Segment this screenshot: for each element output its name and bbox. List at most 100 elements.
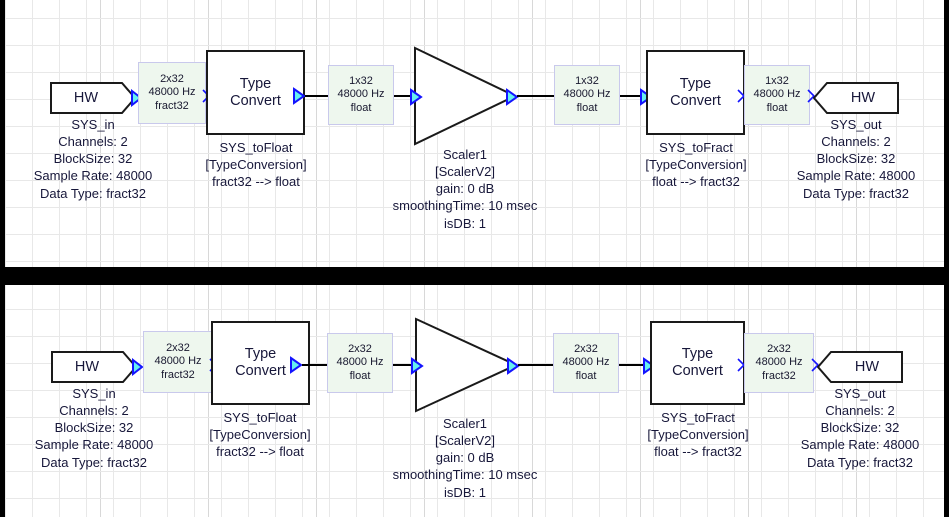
scaler1-caption: Scaler1 [ScalerV2] gain: 0 dB smoothingT… <box>357 415 573 501</box>
signal-label-scaler-to-tofract[interactable]: 1x32 48000 Hz float <box>554 65 620 125</box>
sys-tofract-caption: SYS_toFract [TypeConversion] float --> f… <box>615 139 777 190</box>
scaler1-caption-line-1: [ScalerV2] <box>435 164 495 180</box>
sys-out-hw-block[interactable]: HW <box>813 82 899 114</box>
scaler1-caption-line-4: isDB: 1 <box>444 215 486 231</box>
wire-label-to-scaler <box>393 364 416 366</box>
sys-tofract-block-label-line-1: Convert <box>670 92 721 109</box>
sys-in-caption-line-0: SYS_in <box>72 386 116 401</box>
sys-tofloat-block[interactable]: Type Convert <box>211 321 310 405</box>
canvas-panel-top[interactable]: HW SYS_in Channels: 2 BlockSize: 32 Samp… <box>5 0 944 267</box>
sys-in-hw-block[interactable]: HW <box>50 82 136 114</box>
sys-in-caption-line-4: Data Type: fract32 <box>40 185 146 201</box>
signal-label-line-1: 48000 Hz <box>755 356 803 369</box>
tofloat-output-port-icon <box>292 87 306 105</box>
sys-tofract-caption-line-2: float --> fract32 <box>652 174 740 190</box>
signal-label-sys-in-to-tofloat[interactable]: 2x32 48000 Hz fract32 <box>138 62 206 124</box>
sys-tofract-block[interactable]: Type Convert <box>650 321 745 405</box>
sys-out-hw-block[interactable]: HW <box>817 351 903 383</box>
tofract-input-port-icon <box>642 357 656 375</box>
scaler1-output-port-icon <box>506 357 520 375</box>
sys-out-caption-line-3: Sample Rate: 48000 <box>800 437 920 453</box>
scaler1-input-port-icon <box>410 357 424 375</box>
scaler1-caption-line-0: Scaler1 <box>442 416 488 431</box>
sys-tofloat-caption-line-2: fract32 --> float <box>212 174 300 190</box>
sys-tofract-caption-line-1: [TypeConversion] <box>647 427 749 443</box>
scaler1-block[interactable] <box>412 46 517 146</box>
scaler1-input-port-icon <box>409 88 423 106</box>
sys-tofloat-block-label-line-0: Type <box>239 75 272 92</box>
canvas-panel-bottom[interactable]: HW SYS_in Channels: 2 BlockSize: 32 Samp… <box>5 285 944 517</box>
signal-label-line-0: 2x32 <box>767 342 791 355</box>
sys-out-caption: SYS_out Channels: 2 BlockSize: 32 Sample… <box>764 385 944 471</box>
sys-out-input-port-icon <box>810 357 820 373</box>
signal-label-line-0: 2x32 <box>166 341 190 354</box>
signal-label-line-0: 1x32 <box>575 74 599 87</box>
sys-in-output-port-icon <box>131 358 143 376</box>
sys-tofloat-caption-line-1: [TypeConversion] <box>209 427 311 443</box>
sys-tofloat-block-label-line-0: Type <box>244 346 277 363</box>
sys-tofloat-caption-line-0: SYS_toFloat <box>223 410 297 425</box>
sys-in-caption-line-2: BlockSize: 32 <box>53 151 133 167</box>
signal-label-tofloat-to-scaler[interactable]: 1x32 48000 Hz float <box>328 65 394 125</box>
sys-out-caption-line-1: Channels: 2 <box>825 403 895 419</box>
signal-label-line-1: 48000 Hz <box>336 356 384 369</box>
signal-label-line-1: 48000 Hz <box>148 86 196 99</box>
signal-label-line-2: fract32 <box>155 99 189 112</box>
sys-tofloat-block[interactable]: Type Convert <box>206 50 305 135</box>
sys-tofract-block[interactable]: Type Convert <box>646 50 745 135</box>
signal-label-tofloat-to-scaler[interactable]: 2x32 48000 Hz float <box>327 333 393 393</box>
sys-out-caption-line-3: Sample Rate: 48000 <box>796 168 916 184</box>
signal-label-line-0: 1x32 <box>349 74 373 87</box>
signal-label-line-2: float <box>575 369 597 382</box>
sys-in-caption: SYS_in Channels: 2 BlockSize: 32 Sample … <box>5 385 190 471</box>
wire-label-to-tofract <box>620 95 643 97</box>
scaler1-caption-line-3: smoothingTime: 10 msec <box>392 198 538 214</box>
scaler1-caption-line-2: gain: 0 dB <box>435 181 495 197</box>
sys-out-caption-line-2: BlockSize: 32 <box>820 420 900 436</box>
sys-tofract-caption-line-1: [TypeConversion] <box>645 157 747 173</box>
tofloat-output-port-icon <box>289 356 303 374</box>
scaler1-caption-line-0: Scaler1 <box>442 147 488 162</box>
signal-label-line-2: float <box>350 101 372 114</box>
signal-label-line-0: 1x32 <box>765 74 789 87</box>
sys-tofract-block-label-line-0: Type <box>681 346 714 363</box>
scaler1-caption-line-2: gain: 0 dB <box>435 450 495 466</box>
wire-scaler-to-label <box>518 364 554 366</box>
scaler1-output-port-icon <box>505 88 519 106</box>
sys-in-caption-line-3: Sample Rate: 48000 <box>33 168 153 184</box>
signal-label-line-0: 2x32 <box>160 72 184 85</box>
signal-label-tofract-to-sysout[interactable]: 2x32 48000 Hz fract32 <box>744 333 814 393</box>
wire-label-to-tofract <box>619 364 646 366</box>
sys-tofloat-block-label: Type Convert <box>230 76 281 109</box>
wire-tofloat-to-label <box>305 95 333 97</box>
sys-tofloat-caption: SYS_toFloat [TypeConversion] fract32 -->… <box>175 139 337 190</box>
signal-label-line-0: 2x32 <box>348 342 372 355</box>
sys-out-caption-line-0: SYS_out <box>834 386 886 401</box>
signal-label-sys-in-to-tofloat[interactable]: 2x32 48000 Hz fract32 <box>143 331 213 393</box>
signal-label-scaler-to-tofract[interactable]: 2x32 48000 Hz float <box>553 333 619 393</box>
sys-in-caption-line-1: Channels: 2 <box>58 134 128 150</box>
sys-tofract-caption-line-2: float --> fract32 <box>654 444 742 460</box>
sys-tofloat-block-label: Type Convert <box>235 346 286 379</box>
scaler1-block[interactable] <box>413 317 518 413</box>
signal-label-line-1: 48000 Hz <box>562 356 610 369</box>
sys-in-hw-block[interactable]: HW <box>51 351 137 383</box>
sys-out-caption-line-2: BlockSize: 32 <box>816 151 896 167</box>
signal-label-line-2: float <box>349 369 371 382</box>
signal-label-line-2: float <box>766 101 788 114</box>
sys-in-caption-line-3: Sample Rate: 48000 <box>34 437 154 453</box>
sys-in-caption-line-2: BlockSize: 32 <box>54 420 134 436</box>
scaler1-caption-line-1: [ScalerV2] <box>435 433 495 449</box>
wire-tofloat-to-label <box>302 364 328 366</box>
signal-label-line-1: 48000 Hz <box>337 88 385 101</box>
signal-label-line-2: float <box>576 101 598 114</box>
sys-out-caption-line-4: Data Type: fract32 <box>803 185 909 201</box>
signal-label-line-1: 48000 Hz <box>563 88 611 101</box>
sys-tofloat-caption-line-2: fract32 --> float <box>216 444 304 460</box>
sys-tofract-block-label-line-1: Convert <box>672 363 723 379</box>
sys-tofract-caption-line-0: SYS_toFract <box>661 410 735 425</box>
signal-label-tofract-to-sysout[interactable]: 1x32 48000 Hz float <box>744 65 810 125</box>
sys-tofract-block-label-line-0: Type <box>679 75 712 92</box>
sys-tofloat-block-label-line-1: Convert <box>230 92 281 109</box>
sys-tofloat-block-label-line-1: Convert <box>235 363 286 379</box>
